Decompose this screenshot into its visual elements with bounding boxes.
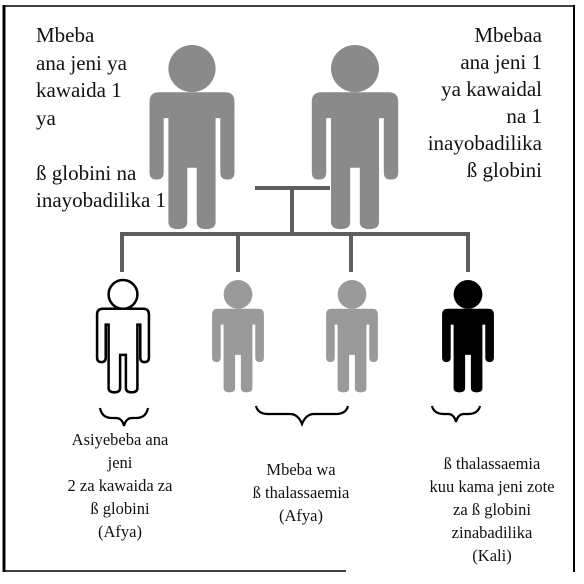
brace-middle: [254, 405, 350, 427]
parent-right-label: Mbebaa ana jeni 1 ya kawaidal na 1 inayo…: [427, 23, 542, 182]
family-tree-connector: [120, 186, 470, 272]
child-major-caption: ß thalassaemia kuu kama jeni zote za ß g…: [429, 454, 555, 565]
child-carrier-figure-2: [326, 280, 378, 393]
child-carrier-caption: Mbeba wa ß thalassaemia (Afya): [252, 460, 350, 525]
brace-left: [98, 407, 150, 427]
braces: [98, 405, 482, 427]
child-carrier-figure: [212, 280, 264, 393]
child-non-carrier-figure: [95, 278, 151, 394]
child-major-figure: [442, 280, 494, 393]
brace-right: [430, 405, 482, 423]
parent-left-label: Mbeba ana jeni ya kawaida 1 ya ß globini…: [36, 23, 167, 212]
child-non-carrier-caption: Asiyebeba ana jeni 2 za kawaida za ß glo…: [67, 430, 173, 541]
